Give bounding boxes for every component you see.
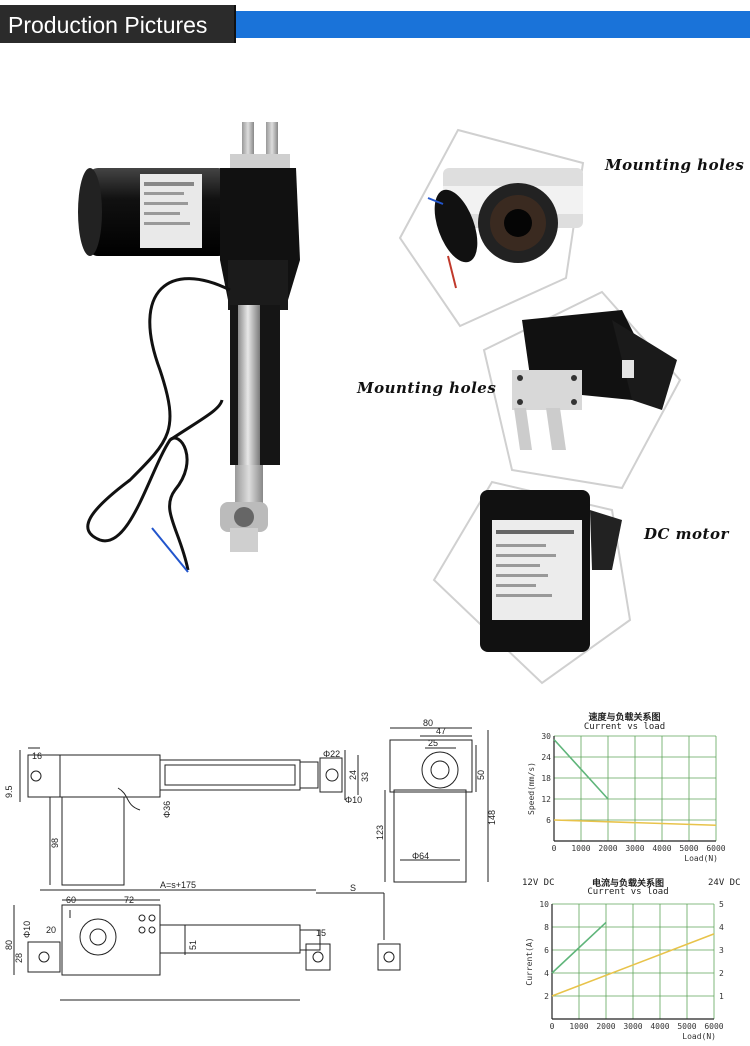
- dim-phi10: Φ10: [345, 795, 362, 805]
- x-tick-label: 6000: [706, 844, 725, 853]
- dim-15: 15: [316, 928, 326, 938]
- dim-33: 33: [360, 772, 370, 782]
- dim-80: 80: [423, 718, 433, 728]
- dim-phi22: Φ22: [323, 749, 340, 759]
- y-tick-label: 12: [541, 795, 551, 804]
- series-line-1: [551, 933, 715, 997]
- dim-24: 24: [348, 770, 358, 780]
- x-tick-label: 4000: [652, 844, 671, 853]
- x-tick-label: 1000: [571, 844, 590, 853]
- x-tick-label: 2000: [596, 1022, 615, 1031]
- callout-dc-motor: DC motor: [644, 525, 729, 543]
- dim-60: 60: [66, 895, 76, 905]
- dim-80-top: 80: [4, 940, 14, 950]
- callout-mounting-holes-mid: Mounting holes: [357, 379, 497, 397]
- dim-50: 50: [476, 770, 486, 780]
- detail-photo-mounting-holes-end: [398, 128, 588, 328]
- detail-photo-dc-motor: [432, 480, 632, 685]
- dim-47: 47: [436, 726, 446, 736]
- dim-9-5: 9.5: [4, 785, 14, 798]
- chart-subtitle: Current vs load: [583, 722, 666, 732]
- right-axis-note: 24V DC: [708, 878, 741, 888]
- dim-phi36: Φ36: [162, 801, 172, 818]
- x-tick-label: 3000: [623, 1022, 642, 1031]
- x-axis-label: Load(N): [684, 854, 718, 863]
- x-tick-label: 0: [550, 1022, 555, 1031]
- x-tick-label: 3000: [625, 844, 644, 853]
- y-tick-label: 2: [544, 992, 549, 1001]
- actuator-photo: [70, 110, 330, 580]
- callout-mounting-holes-top: Mounting holes: [605, 156, 745, 174]
- chart-title: 速度与负载关系图: [588, 712, 661, 722]
- chart-title: 电流与负载关系图: [591, 878, 664, 888]
- y-axis-label: Current(A): [525, 937, 534, 985]
- series-line-0: [551, 921, 607, 974]
- dim-98: 98: [50, 838, 60, 848]
- y-tick-label: 4: [544, 969, 549, 978]
- dim-123: 123: [375, 825, 385, 840]
- dim-28: 28: [14, 953, 24, 963]
- chart-current-vs-load: 电流与负载关系图 Current vs load 12V DC 24V DC 0…: [512, 874, 744, 1042]
- y-tick-label: 6: [546, 816, 551, 825]
- y-right-tick-label: 4: [719, 923, 724, 932]
- series-line-0: [553, 738, 609, 800]
- dim-s: S: [350, 883, 356, 893]
- y-right-tick-label: 5: [719, 900, 724, 909]
- series-line-1: [553, 819, 717, 827]
- y-axis-label: Speed(mm/s): [527, 762, 536, 815]
- x-tick-label: 5000: [679, 844, 698, 853]
- page-title: Production Pictures: [8, 12, 208, 38]
- dim-72: 72: [124, 895, 134, 905]
- dim-16: 16: [32, 751, 42, 761]
- header-title-tab: Production Pictures: [0, 5, 236, 43]
- technical-drawing: 16 9.5 98 Φ36 Φ22 24 33 Φ10 80 47 25 50 …: [0, 700, 500, 1046]
- y-tick-label: 8: [544, 923, 549, 932]
- chart-subtitle: Current vs load: [587, 887, 669, 897]
- y-right-tick-label: 2: [719, 969, 724, 978]
- y-tick-label: 18: [541, 774, 551, 783]
- x-tick-label: 4000: [650, 1022, 669, 1031]
- dim-148: 148: [487, 810, 497, 825]
- dim-25: 25: [428, 738, 438, 748]
- y-right-tick-label: 1: [719, 992, 724, 1001]
- x-axis-label: Load(N): [682, 1032, 716, 1041]
- dim-a-s-175: A=s+175: [160, 880, 196, 890]
- x-tick-label: 2000: [598, 844, 617, 853]
- detail-photo-mounting-holes-clevis: [482, 290, 682, 490]
- y-tick-label: 10: [539, 900, 549, 909]
- y-tick-label: 6: [544, 946, 549, 955]
- x-tick-label: 1000: [569, 1022, 588, 1031]
- dim-phi10-top: Φ10: [22, 921, 32, 938]
- dim-51: 51: [188, 940, 198, 950]
- left-axis-note: 12V DC: [522, 878, 555, 888]
- x-tick-label: 6000: [704, 1022, 723, 1031]
- y-right-tick-label: 3: [719, 946, 724, 955]
- y-tick-label: 24: [541, 753, 551, 762]
- dim-20: 20: [46, 925, 56, 935]
- dim-phi64: Φ64: [412, 851, 429, 861]
- x-tick-label: 0: [552, 844, 557, 853]
- x-tick-label: 5000: [677, 1022, 696, 1031]
- y-tick-label: 30: [541, 732, 551, 741]
- chart-speed-vs-load: 速度与负载关系图 Current vs load 0 1000 2000 3000 40…: [512, 706, 737, 866]
